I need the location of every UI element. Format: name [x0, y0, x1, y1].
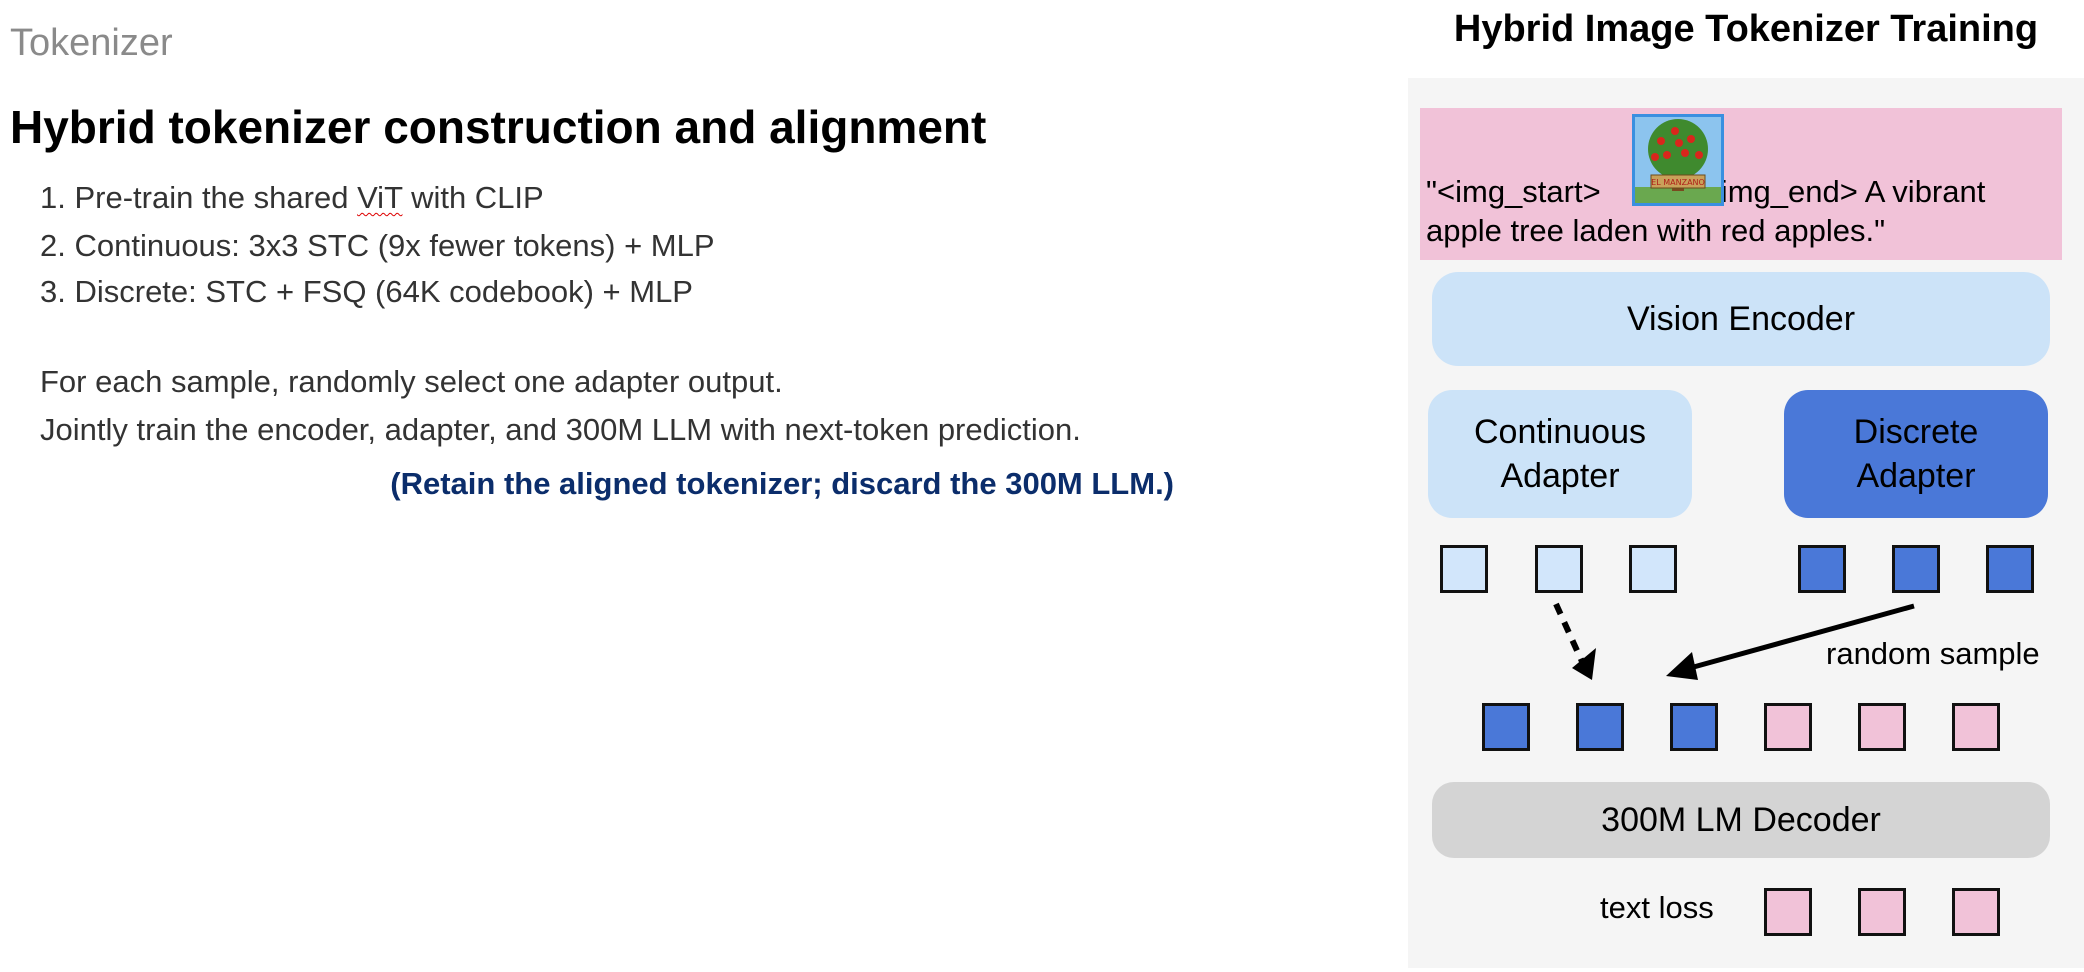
diagram-title: Hybrid Image Tokenizer Training [1453, 8, 2039, 50]
slide-title: Hybrid tokenizer construction and alignm… [10, 101, 987, 153]
text-token [1858, 703, 1906, 751]
continuous-adapter-block: Continuous Adapter [1428, 390, 1692, 518]
section-label: Tokenizer [10, 22, 173, 64]
step-3: 3. Discrete: STC + FSQ (64K codebook) + … [40, 274, 693, 309]
sampled-image-token [1482, 703, 1530, 751]
continuous-token [1535, 545, 1583, 593]
spellcheck-term: ViT [357, 180, 403, 215]
lm-decoder-block: 300M LM Decoder [1432, 782, 2050, 858]
sampled-image-token [1576, 703, 1624, 751]
text-loss-label: text loss [1600, 890, 1714, 925]
discrete-adapter-label: Discrete Adapter [1853, 413, 1979, 495]
text-token [1952, 703, 2000, 751]
loss-token [1764, 888, 1812, 936]
step-1-prefix: 1. Pre-train the shared [40, 180, 358, 215]
random-sample-label: random sample [1826, 636, 2040, 671]
image-sign-text: EL MANZANO [1651, 178, 1705, 187]
caption-img-start: "<img_start> [1426, 174, 1601, 209]
caption-box [1420, 108, 2062, 260]
caption-rest: <img_end> A vibrant apple tree laden wit… [1426, 174, 1986, 248]
continuous-token [1629, 545, 1677, 593]
continuous-adapter-label: Continuous Adapter [1473, 413, 1646, 495]
vision-encoder-block: Vision Encoder [1432, 272, 2050, 366]
description-line-2: Jointly train the encoder, adapter, and … [40, 412, 1081, 447]
loss-token [1858, 888, 1906, 936]
sampled-image-token [1670, 703, 1718, 751]
step-1: 1. Pre-train the shared ViT with CLIP [40, 180, 544, 216]
apple-tree-image: EL MANZANO [1632, 114, 1724, 206]
retain-note: (Retain the aligned tokenizer; discard t… [390, 466, 1174, 501]
description-line-1: For each sample, randomly select one ada… [40, 364, 783, 399]
apple-tree-icon: EL MANZANO [1635, 117, 1721, 203]
loss-token [1952, 888, 2000, 936]
vision-encoder-label: Vision Encoder [1626, 299, 1856, 338]
continuous-token [1440, 545, 1488, 593]
step-1-suffix: with CLIP [402, 180, 544, 215]
lm-decoder-label: 300M LM Decoder [1601, 800, 1881, 839]
caption-text: "<img_start><img_end> A vibrant apple tr… [1426, 172, 2056, 250]
discrete-token [1798, 545, 1846, 593]
text-token [1764, 703, 1812, 751]
discrete-token [1892, 545, 1940, 593]
discrete-adapter-block: Discrete Adapter [1784, 390, 2048, 518]
discrete-token [1986, 545, 2034, 593]
step-2: 2. Continuous: 3x3 STC (9x fewer tokens)… [40, 228, 715, 263]
